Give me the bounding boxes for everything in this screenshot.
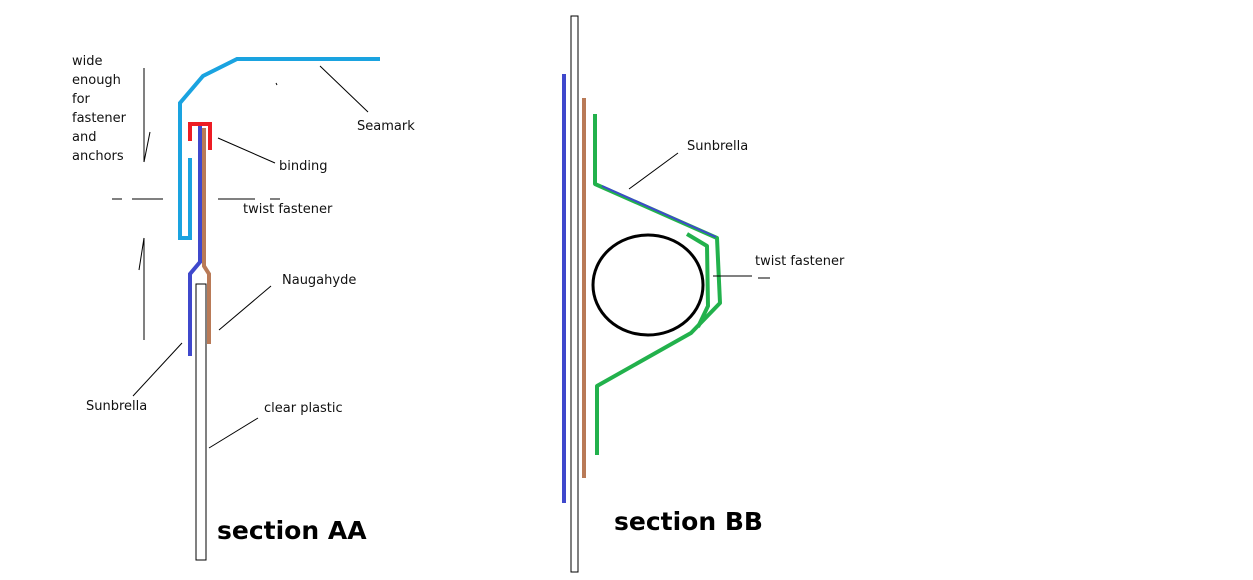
clear-plastic-strip	[195, 283, 207, 561]
clear-plastic-strip-bb	[570, 15, 579, 573]
wide-note-line: enough	[72, 73, 121, 88]
wide-note-line: fastener	[72, 111, 126, 126]
leader-clear-plastic	[208, 417, 259, 449]
label-sunbrella-aa: Sunbrella	[86, 399, 148, 414]
leader-binding	[217, 137, 276, 164]
wide-note-line: for	[72, 92, 90, 107]
label-binding: binding	[279, 159, 328, 174]
section-aa-drawing	[112, 57, 380, 561]
label-naugahyde: Naugahyde	[282, 273, 357, 288]
label-twist-fastener-aa: twist fastener	[243, 202, 333, 217]
leader-naugahyde	[218, 285, 272, 331]
sunbrella-bb-wrap	[593, 114, 722, 455]
wide-enough-note: wide enough for fastener and anchors	[72, 52, 142, 166]
binding-aa	[188, 122, 212, 150]
stray-mark	[275, 82, 278, 86]
section-bb-drawing	[562, 15, 770, 573]
sunbrella-bb-blue-edge	[601, 185, 717, 238]
label-seamark: Seamark	[357, 119, 415, 134]
wide-note-line: and	[72, 130, 97, 145]
seamark-cover	[178, 57, 380, 240]
twist-fastener-circle	[591, 233, 705, 337]
sunbrella-aa	[188, 126, 202, 356]
section-bb-title: section BB	[614, 507, 763, 536]
label-twist-fastener-bb: twist fastener	[755, 254, 845, 269]
naugahyde-aa	[202, 128, 211, 344]
wide-note-line: wide	[72, 54, 103, 69]
dimension-arrow-bottom	[138, 237, 145, 271]
label-clear-plastic: clear plastic	[264, 401, 343, 416]
dimension-arrow-top	[143, 131, 151, 163]
section-aa-title: section AA	[217, 516, 367, 545]
sunbrella-bb-flap	[685, 232, 710, 328]
wide-note-line: anchors	[72, 149, 124, 164]
leader-sunbrella-bb	[628, 152, 679, 190]
leader-sunbrella-aa	[132, 342, 183, 397]
label-sunbrella-bb: Sunbrella	[687, 139, 749, 154]
leader-seamark	[319, 65, 369, 113]
